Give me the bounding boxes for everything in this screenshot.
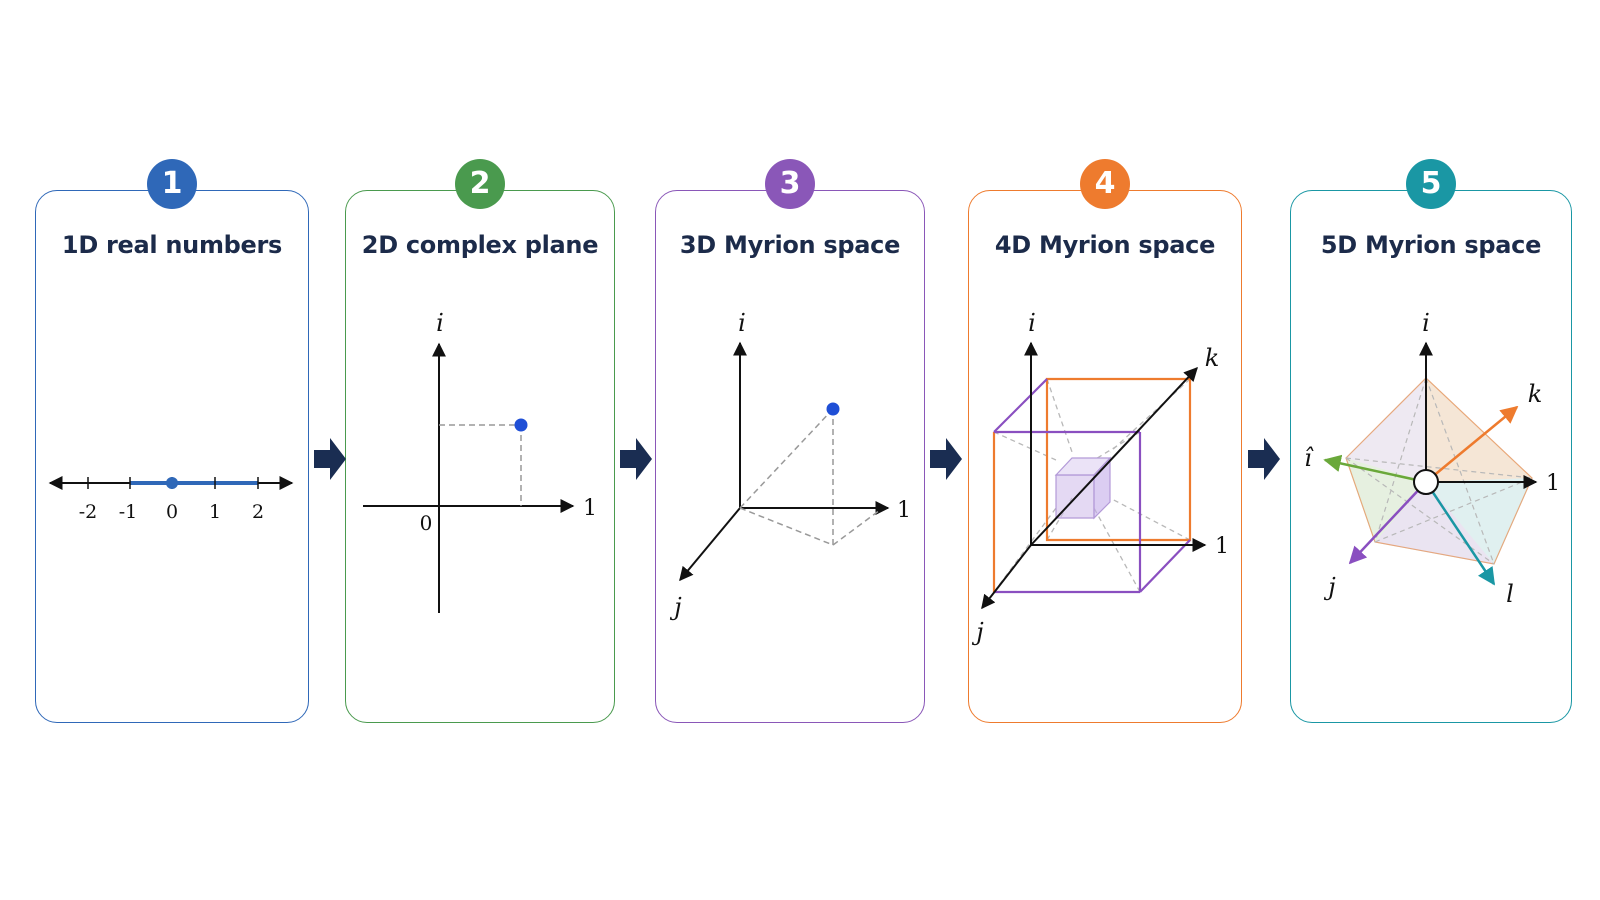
tesseract-figure: i 1 j k: [971, 309, 1229, 646]
complex-point: [514, 418, 528, 432]
axis-label-j: j: [971, 618, 984, 646]
tick-label: -1: [119, 501, 138, 523]
step-badge-3: 3: [765, 159, 815, 209]
axis-label-i: i: [1422, 309, 1430, 337]
axis-label-i: i: [738, 309, 746, 337]
3d-axes: i 1 j: [669, 309, 911, 621]
panel-title-4: 4D Myrion space: [994, 231, 1216, 259]
center-node: [1413, 469, 1439, 495]
tick-label: 2: [252, 501, 264, 523]
axis-label-j: j: [1323, 573, 1336, 601]
axis-label-1: 1: [583, 496, 597, 521]
axis-label-j: j: [669, 593, 682, 621]
axis-label-1: 1: [897, 498, 911, 523]
axis-label-k: k: [1528, 380, 1543, 408]
origin-point: [166, 477, 178, 489]
panel-3d-myrion-space: 3 3D Myrion space: [655, 159, 925, 723]
axis-label-1: 1: [1215, 534, 1229, 559]
step-badge-2: 2: [455, 159, 505, 209]
myrion-point: [826, 402, 840, 416]
panel-title-2: 2D complex plane: [361, 231, 599, 259]
axis-label-k: k: [1205, 344, 1220, 372]
origin-label: 0: [420, 511, 433, 535]
panel-title-5: 5D Myrion space: [1320, 231, 1542, 259]
step-badge-1: 1: [147, 159, 197, 209]
panel-2d-complex-plane: 2 2D complex plane: [345, 159, 615, 723]
axis-label-l: l: [1506, 580, 1514, 608]
step-badge-4: 4: [1080, 159, 1130, 209]
axis-label-i: i: [1028, 309, 1036, 337]
right-arrow-icon: [930, 438, 962, 480]
number-line: -2 -1 0 1 2: [48, 476, 294, 523]
complex-plane: i 1 0: [363, 309, 597, 613]
tick-label: 0: [166, 501, 178, 523]
tick-label: 1: [209, 501, 221, 523]
pentagon-figure: i 1 k ı̂ j l: [1304, 309, 1560, 608]
axis-label-i: i: [436, 309, 444, 337]
right-arrow-icon: [1248, 438, 1280, 480]
panel-title-1: 1D real numbers: [61, 231, 283, 259]
right-arrow-icon: [314, 438, 346, 480]
purple-cube: [993, 378, 1191, 594]
axis-label-1: 1: [1546, 471, 1560, 496]
right-arrow-icon: [620, 438, 652, 480]
panel-4d-myrion-space: 4 4D Myrion space: [968, 159, 1242, 723]
axis-label-extra: ı̂: [1304, 444, 1314, 472]
tick-label: -2: [79, 501, 98, 523]
panel-1d-real-numbers: 1 1D real numbers: [35, 159, 309, 723]
panel-title-3: 3D Myrion space: [679, 231, 901, 259]
step-badge-5: 5: [1406, 159, 1456, 209]
